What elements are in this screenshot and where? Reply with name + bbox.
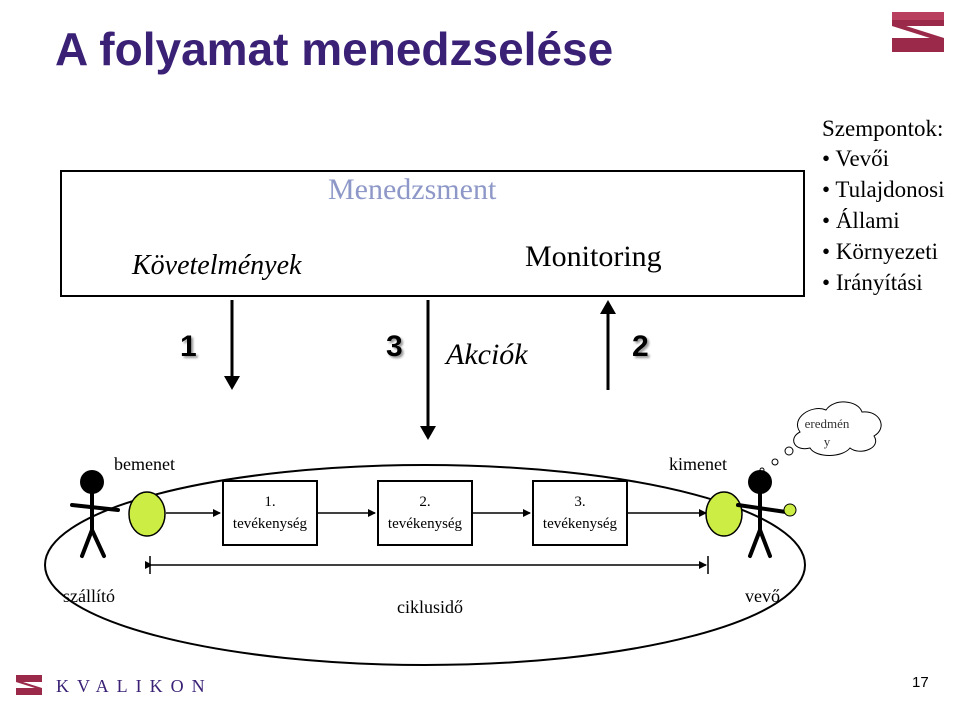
requirements-label: Követelmények <box>132 250 302 281</box>
footer-logo-icon <box>16 675 42 695</box>
activity-box-3: 3. tevékenység <box>532 480 628 546</box>
management-title: Menedzsment <box>328 173 497 206</box>
actions-label: Akciók <box>446 338 528 371</box>
arrow-up-2 <box>600 300 616 390</box>
result-line-1: eredmén <box>804 416 850 431</box>
activity-text: tevékenység <box>232 516 308 532</box>
activity-box-1: 1. tevékenység <box>222 480 318 546</box>
activity-text: tevékenység <box>387 516 463 532</box>
company-logo-icon <box>892 12 944 52</box>
activity-text: tevékenység <box>542 516 618 532</box>
output-ball-icon <box>705 491 743 537</box>
small-ball-icon <box>783 503 797 517</box>
aspects-heading: Szempontok: <box>822 116 944 141</box>
input-label: bemenet <box>114 454 175 474</box>
aspect-item: Irányítási <box>822 270 944 301</box>
step-number-3: 3 <box>386 330 403 363</box>
aspect-item: Tulajdonosi <box>822 177 944 208</box>
customer-figure-icon <box>736 470 788 558</box>
result-label: eredmén y <box>797 415 857 451</box>
aspect-item: Vevői <box>822 146 944 177</box>
footer-brand: KVALIKON <box>56 676 213 696</box>
result-line-2: y <box>823 434 831 449</box>
supplier-figure-icon <box>70 470 120 558</box>
customer-label: vevő <box>745 586 780 606</box>
cycle-time-label: ciklusidő <box>397 597 463 617</box>
activity-number: 3. <box>574 494 586 510</box>
input-ball-icon <box>128 491 166 537</box>
aspect-item: Állami <box>822 208 944 239</box>
activity-number: 2. <box>419 494 431 510</box>
cycle-time-dimension <box>145 556 709 574</box>
activity-number: 1. <box>264 494 276 510</box>
step-number-1: 1 <box>180 330 197 363</box>
management-box <box>60 170 805 297</box>
supplier-label: szállító <box>63 586 115 606</box>
arrow-down-1 <box>224 300 240 390</box>
thought-cloud-icon <box>793 401 882 456</box>
aspect-item: Környezeti <box>822 239 944 270</box>
process-ellipse <box>44 464 806 666</box>
step-number-2: 2 <box>632 330 649 363</box>
page-number: 17 <box>912 674 929 691</box>
activity-box-2: 2. tevékenység <box>377 480 473 546</box>
aspects-list: Vevői Tulajdonosi Állami Környezeti Irán… <box>822 146 944 301</box>
output-label: kimenet <box>669 454 727 474</box>
arrow-down-3 <box>420 300 436 440</box>
monitoring-label: Monitoring <box>525 240 662 273</box>
page-title: A folyamat menedzselése <box>55 23 614 75</box>
